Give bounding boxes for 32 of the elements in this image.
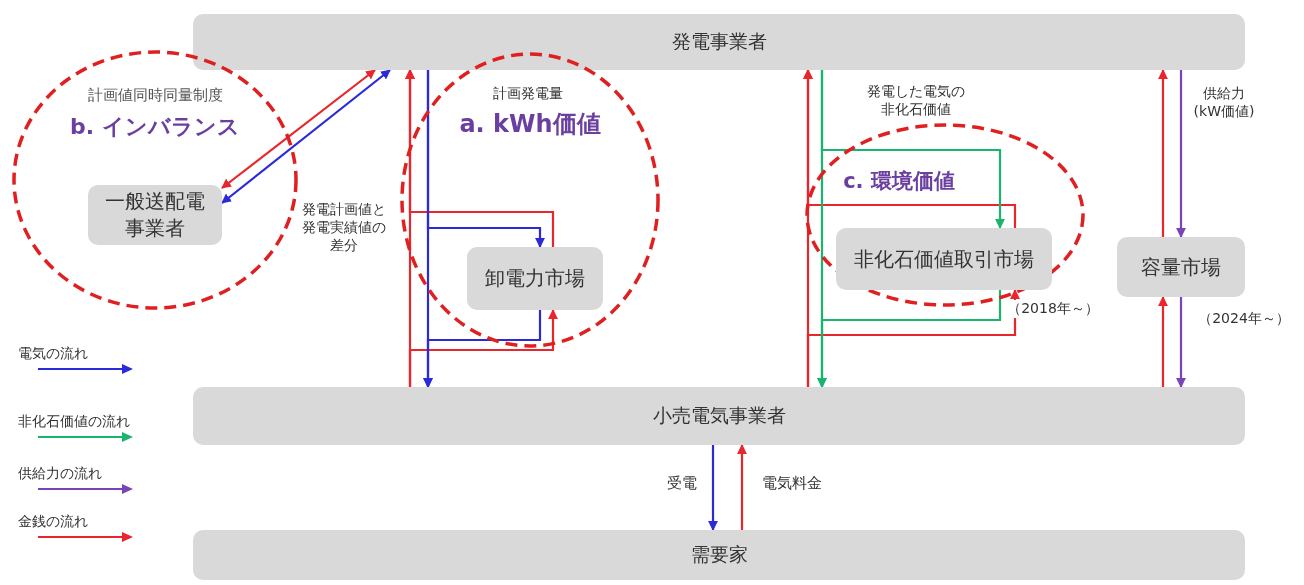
actor-bar: 発電事業者 [193, 14, 1245, 70]
actor-bar: 小売電気事業者 [193, 387, 1245, 445]
legend-text: 金銭の流れ [18, 513, 89, 531]
arrow [1176, 70, 1186, 238]
legend-text: 供給力の流れ [18, 465, 103, 483]
arrow [1158, 296, 1168, 387]
arrow [708, 445, 718, 531]
actor-bar: 需要家 [193, 530, 1245, 580]
edge-label: 供給力(kW価値) [1192, 84, 1256, 121]
heading-text: b. インバランス [69, 113, 241, 141]
arrow [806, 289, 1020, 387]
edge-label: 発電した電気の非化石価値 [866, 82, 966, 119]
edge-label: 発電計画値と発電実績値の差分 [300, 200, 388, 255]
arrow [817, 290, 1002, 388]
market-box: 非化石価値取引市場 [836, 228, 1052, 290]
heading-text: c. 環境価値 [842, 168, 956, 195]
heading-text: a. kWh価値 [458, 109, 602, 140]
arrow [405, 69, 555, 247]
legend-text: 電気の流れ [18, 345, 89, 363]
note-text: 計画値同時同量制度 [86, 86, 224, 105]
arrow [221, 69, 391, 204]
arrow [737, 444, 747, 530]
arrow [1176, 297, 1186, 388]
arrow [423, 310, 542, 388]
arrow [1158, 69, 1168, 237]
market-box: 容量市場 [1117, 237, 1245, 297]
arrow [221, 69, 376, 189]
legend-text: 非化石価値の流れ [18, 413, 131, 431]
arrow [408, 309, 558, 387]
arrow [426, 70, 545, 248]
market-box: 卸電力市場 [467, 247, 603, 310]
market-box: 一般送配電事業者 [88, 185, 222, 245]
